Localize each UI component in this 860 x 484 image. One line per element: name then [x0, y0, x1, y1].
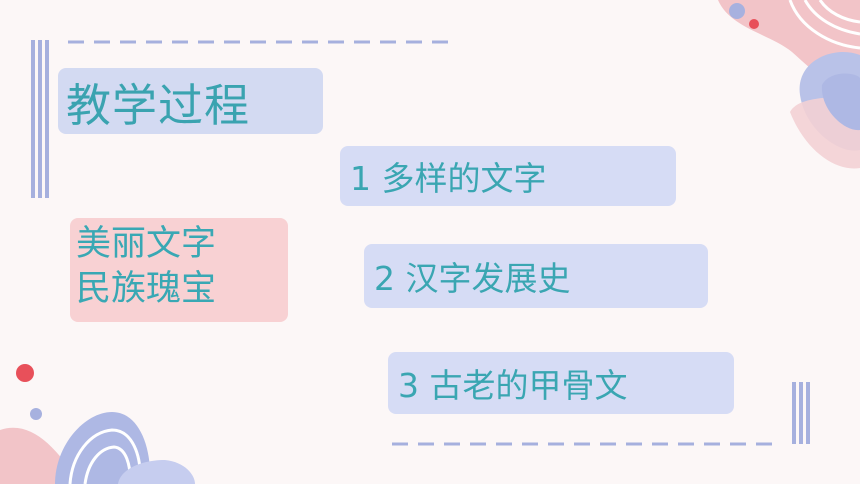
bottom-right-bracket	[792, 382, 810, 444]
highlight-box: 美丽文字 民族瑰宝	[70, 218, 288, 322]
highlight-line-2: 民族瑰宝	[76, 269, 217, 309]
top-left-bracket	[31, 40, 49, 198]
top-blue-dot	[729, 3, 745, 19]
top-red-dot	[749, 19, 759, 29]
agenda-item-3[interactable]: 3 古老的甲骨文	[388, 352, 734, 414]
bottom-left-red-dot	[16, 364, 34, 382]
highlight-line-1: 美丽文字	[76, 224, 217, 264]
bottom-left-swirl-lines	[68, 428, 142, 484]
title-box: 教学过程	[58, 68, 323, 134]
agenda-item-2[interactable]: 2 汉字发展史	[364, 244, 708, 308]
right-lavender-blob-2	[821, 73, 860, 131]
bottom-left-lavender-blob	[55, 412, 151, 484]
bottom-left-blue-dot	[30, 408, 42, 420]
agenda-item-label: 3 古老的甲骨文	[398, 366, 628, 405]
top-right-swirl-lines	[788, 0, 860, 50]
agenda-item-1[interactable]: 1 多样的文字	[340, 146, 676, 206]
highlight-text: 美丽文字 民族瑰宝	[70, 218, 216, 312]
slide-title: 教学过程	[66, 78, 251, 132]
agenda-item-label: 2 汉字发展史	[374, 259, 571, 298]
agenda-item-label: 1 多样的文字	[350, 159, 547, 198]
bottom-left-lavender-blob-2	[118, 460, 195, 484]
